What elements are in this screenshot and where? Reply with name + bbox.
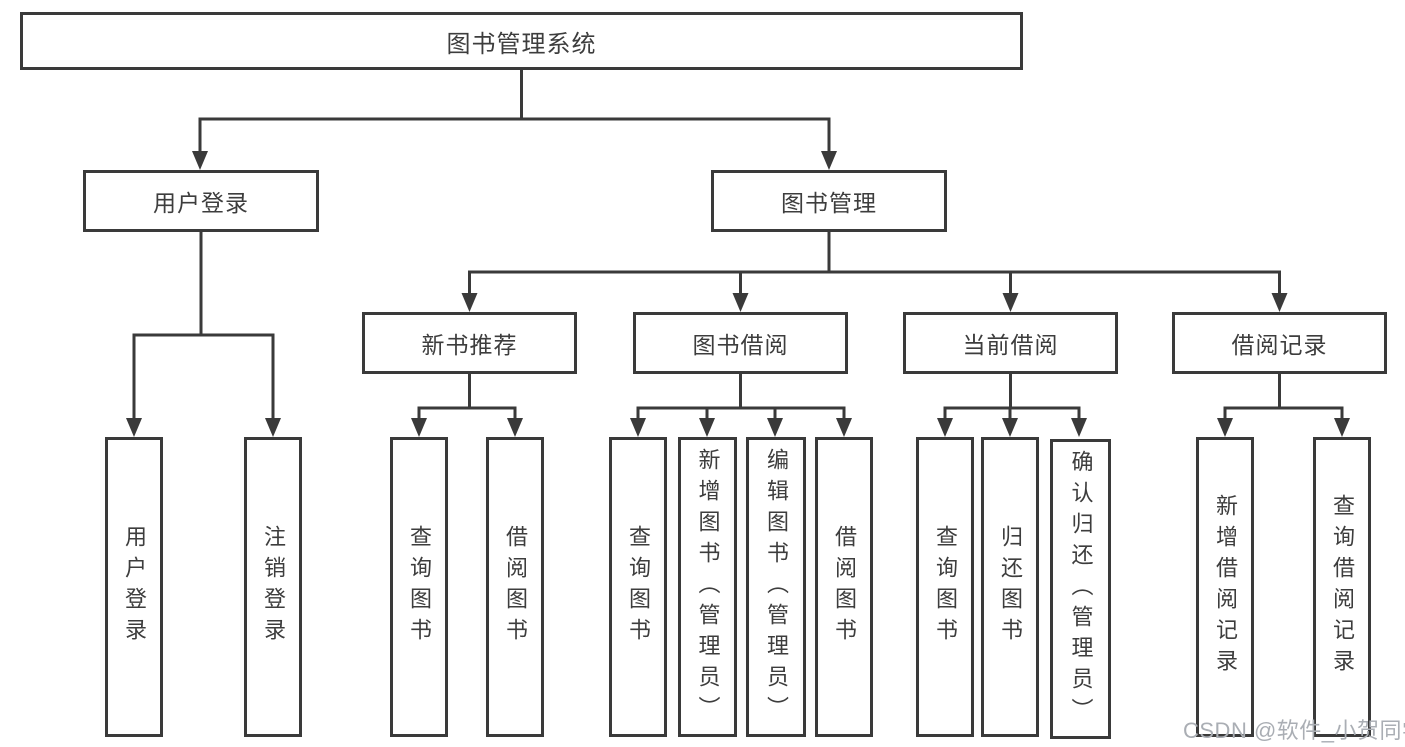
leaf-return-book-label: 归还图书 [998,525,1023,649]
node-new-book-recommend-label: 新书推荐 [421,332,518,358]
leaf-confirm-return-admin: 确认归还（管理员） [1050,439,1111,739]
node-user-login-label: 用户登录 [153,190,249,216]
leaf-user-login-label: 用户登录 [122,525,147,649]
node-book-borrow: 图书借阅 [633,312,848,374]
leaf-confirm-return-admin-label: 确认归还（管理员） [1068,449,1094,729]
node-root: 图书管理系统 [20,12,1023,70]
node-current-borrow-label: 当前借阅 [962,332,1059,358]
leaf-borrow-book-2: 借阅图书 [815,437,873,737]
leaf-user-login: 用户登录 [105,437,163,737]
leaf-query-book-1: 查询图书 [390,437,448,737]
leaf-query-borrow-record-label: 查询借阅记录 [1330,494,1355,680]
leaf-query-book-2-label: 查询图书 [626,525,651,649]
leaf-logout: 注销登录 [244,437,302,737]
node-borrow-record-label: 借阅记录 [1231,332,1328,358]
leaf-edit-book-admin: 编辑图书（管理员） [746,437,806,737]
leaf-logout-label: 注销登录 [261,525,286,649]
leaf-borrow-book-1: 借阅图书 [486,437,544,737]
leaf-edit-book-admin-label: 编辑图书（管理员） [764,447,789,727]
leaf-return-book: 归还图书 [981,437,1039,737]
node-borrow-record: 借阅记录 [1172,312,1387,374]
leaf-query-book-3: 查询图书 [916,437,974,737]
node-user-login: 用户登录 [83,170,319,232]
leaf-query-book-2: 查询图书 [609,437,667,737]
node-root-label: 图书管理系统 [446,30,597,58]
node-current-borrow: 当前借阅 [903,312,1118,374]
leaf-add-book-admin-label: 新增图书（管理员） [695,447,721,727]
leaf-query-borrow-record: 查询借阅记录 [1313,437,1371,737]
leaf-borrow-book-1-label: 借阅图书 [503,525,528,649]
leaf-borrow-book-2-label: 借阅图书 [832,525,857,649]
leaf-add-borrow-record: 新增借阅记录 [1196,437,1254,737]
node-book-management: 图书管理 [711,170,947,232]
leaf-query-book-3-label: 查询图书 [933,525,958,649]
leaf-query-book-1-label: 查询图书 [407,525,432,649]
csdn-watermark: CSDN @软件_小贺同学 [1183,718,1405,743]
node-new-book-recommend: 新书推荐 [362,312,577,374]
node-book-borrow-label: 图书借阅 [692,332,789,358]
node-book-management-label: 图书管理 [781,190,877,216]
leaf-add-book-admin: 新增图书（管理员） [678,437,737,737]
leaf-add-borrow-record-label: 新增借阅记录 [1213,494,1238,680]
